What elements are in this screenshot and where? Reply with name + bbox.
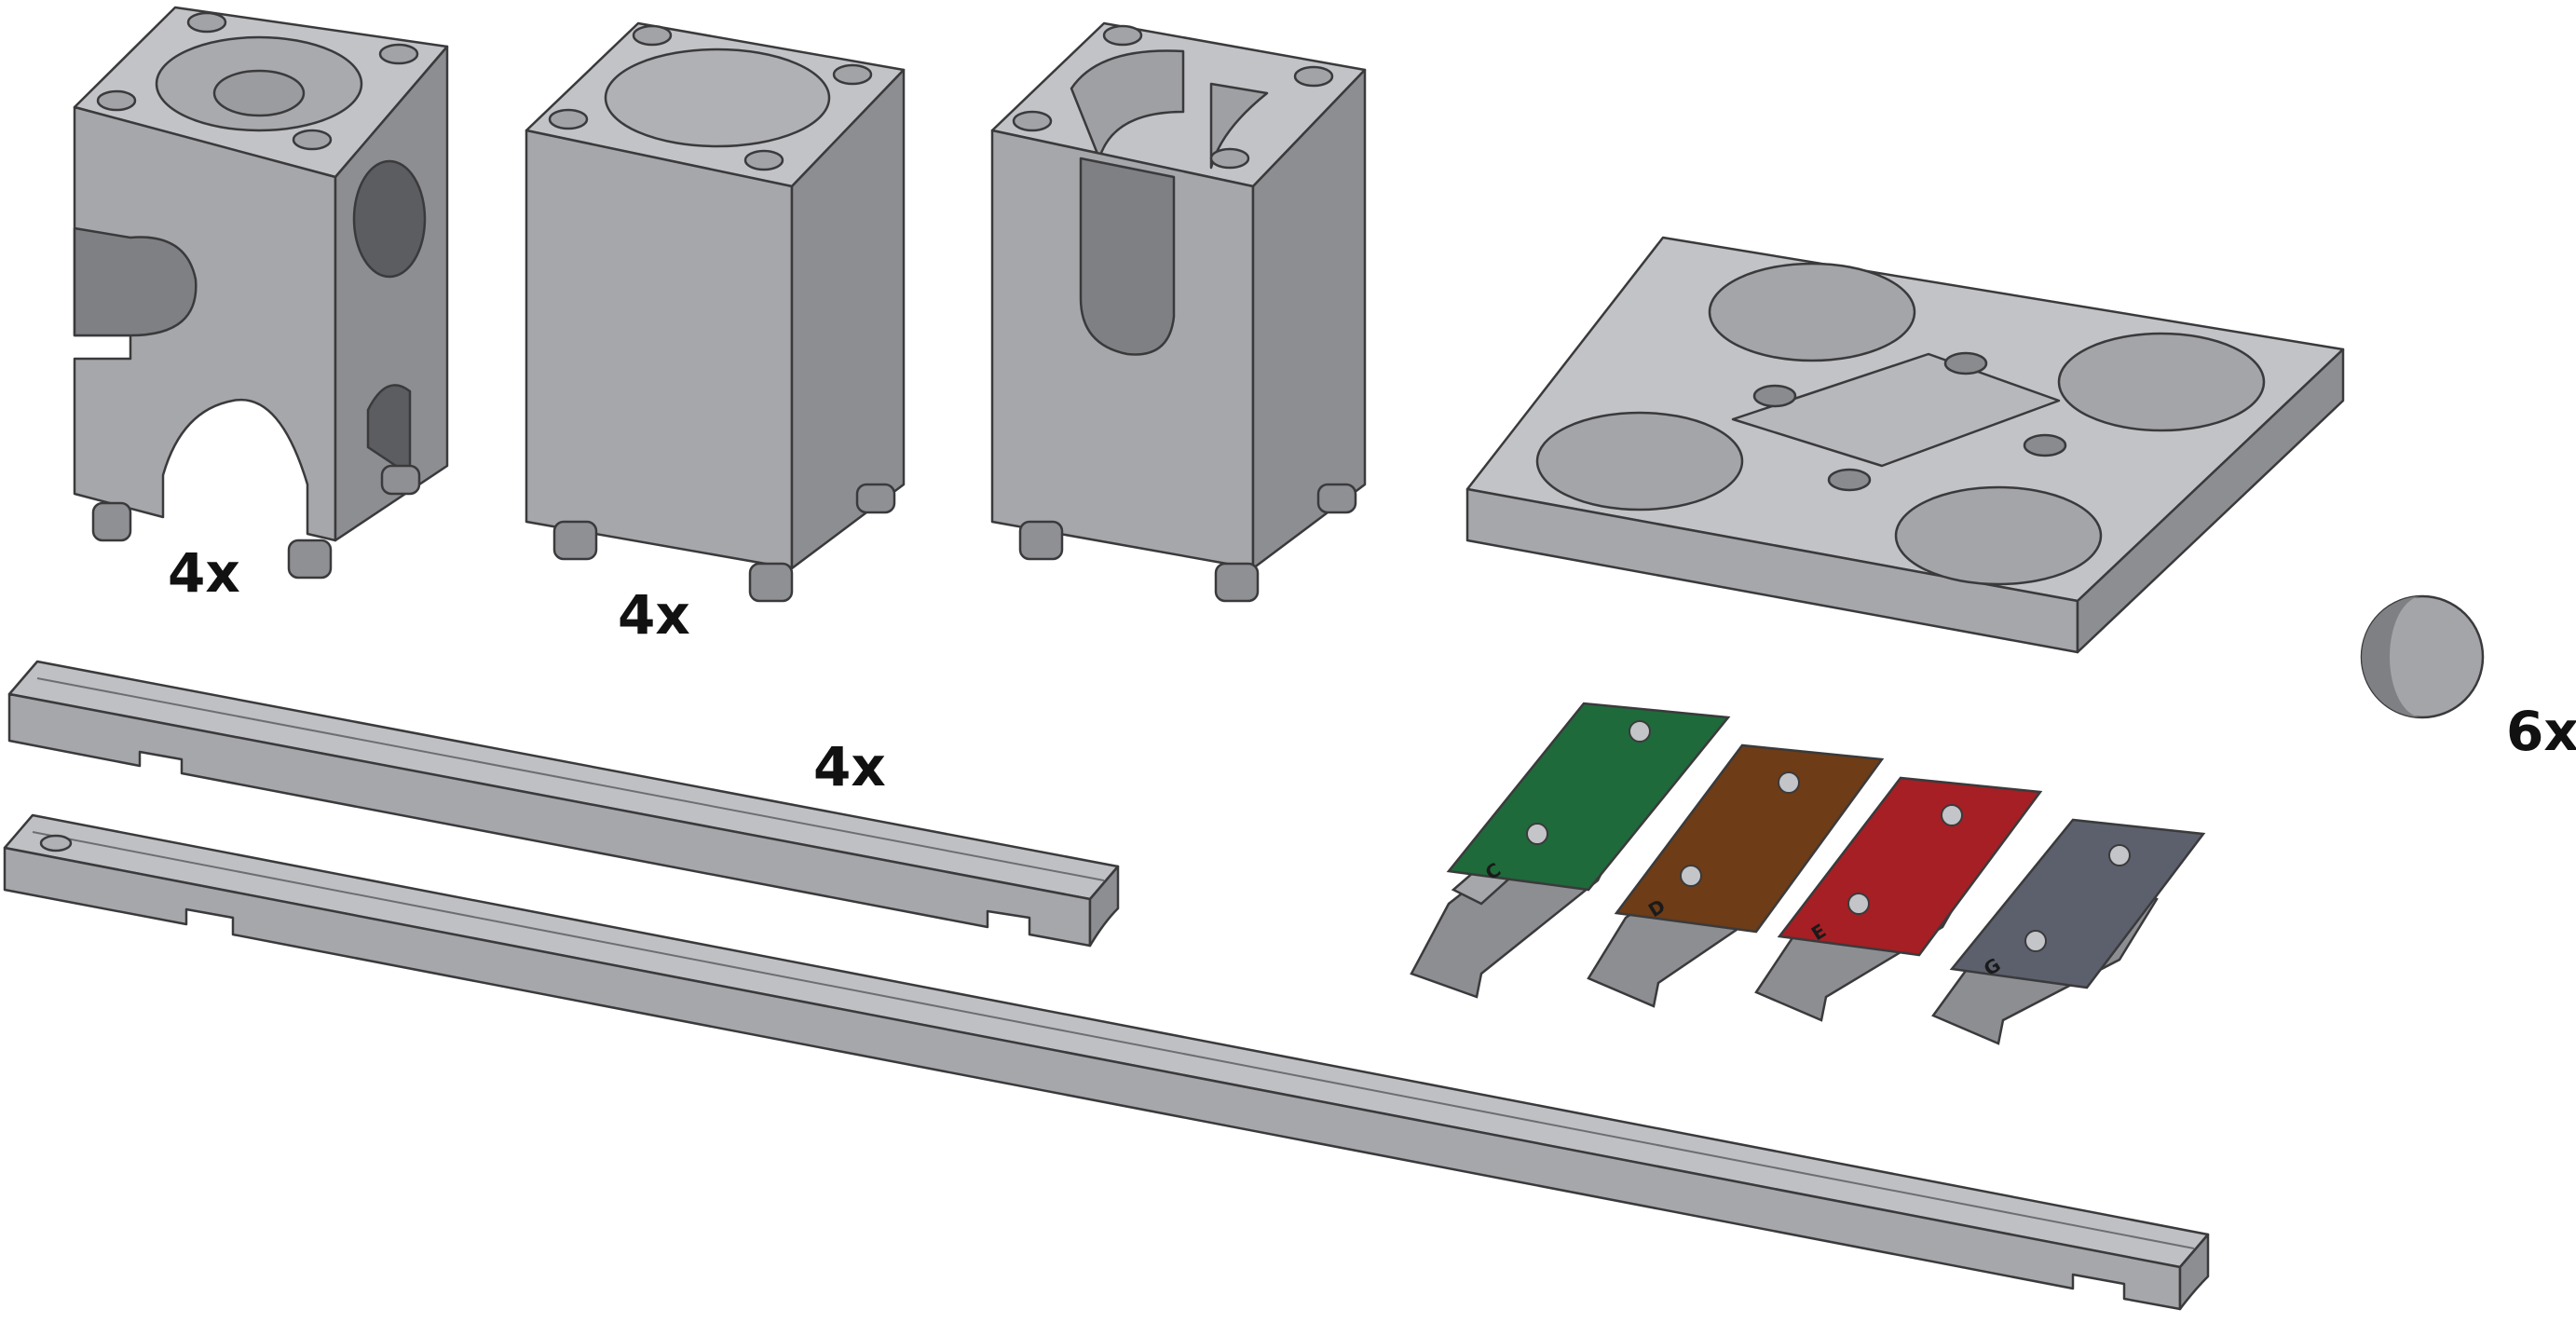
short-rail-part xyxy=(7,660,1120,948)
slotted-block-part xyxy=(990,21,1367,603)
xylophone-keys: C D E G xyxy=(1410,702,2206,1045)
quantity-label-balls: 6x xyxy=(2506,700,2576,763)
xylophone-key-e: E xyxy=(1754,776,2043,1022)
quantity-label-cube: 4x xyxy=(168,541,240,605)
long-rail-part xyxy=(3,813,2210,1311)
quantity-label-block: 4x xyxy=(618,583,690,647)
cube-with-holes-part xyxy=(73,6,449,580)
xylophone-key-g: G xyxy=(1931,818,2206,1045)
ball-part xyxy=(2360,594,2485,719)
quantity-label-rails: 4x xyxy=(813,735,886,798)
xylophone-key-d: D xyxy=(1587,743,1885,1008)
solid-block-part xyxy=(525,21,906,603)
square-plate-part xyxy=(1465,236,2345,654)
xylophone-key-c: C xyxy=(1410,702,1731,999)
